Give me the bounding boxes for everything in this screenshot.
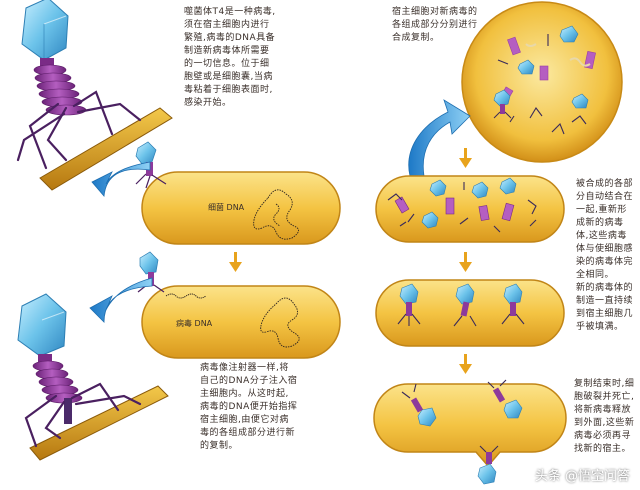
bacterial-cell-2 (141, 285, 341, 359)
released-phage-1 (401, 383, 437, 427)
watermark: 头条 @悟空问答 (534, 469, 630, 484)
new-phage-3 (501, 283, 525, 325)
paragraph-filling: 新的病毒体的制造一直持续到宿主细胞几乎被填满。 (576, 283, 634, 332)
bacterial-cell-1 (141, 171, 341, 245)
released-phage-2 (487, 379, 523, 419)
down-arrow-right-3 (459, 354, 472, 374)
round-host-cell (461, 1, 623, 163)
label-bacterial-dna: 细菌 DNA (208, 203, 245, 212)
new-phage-1 (397, 283, 421, 326)
blue-arrow-left (91, 161, 151, 197)
new-phage-2 (453, 283, 477, 327)
down-arrow-left (229, 252, 242, 272)
paragraph-synthesis: 宿主细胞对新病毒的各组成部分分别进行合成复制。 (392, 7, 478, 43)
bacterial-cell-3 (375, 175, 565, 243)
bacterial-cell-5-lysis (373, 379, 567, 485)
released-phage-3 (477, 445, 499, 485)
large-phage-attach (16, 0, 173, 191)
paragraph-dna-injection: 病毒像注射器一样,将自己的DNA分子注入宿主细胞内。从这时起,病毒的DNA便开始… (200, 363, 298, 451)
blue-arrow-left-2 (89, 277, 153, 323)
paragraph-lysis: 复制结束时,细胞破裂并死亡,将新病毒释放到外面,这些新病毒必须再寻找新的宿主。 (574, 379, 635, 454)
down-arrow-right-1 (459, 148, 472, 168)
label-viral-dna: 病毒 DNA (176, 319, 213, 328)
bacterial-cell-4 (375, 279, 565, 347)
large-phage-inject (17, 293, 169, 461)
paragraph-infection-start: 噬菌体T4是一种病毒,须在宿主细胞内进行繁殖,病毒的DNA具备制造新病毒体所需要… (184, 7, 276, 108)
paragraph-assembly: 被合成的各部分自动结合在一起,重新形成新的病毒体,这些病毒体与使细胞感染的病毒体… (576, 179, 634, 280)
blue-arrow-right (408, 99, 471, 177)
down-arrow-right-2 (459, 252, 472, 272)
